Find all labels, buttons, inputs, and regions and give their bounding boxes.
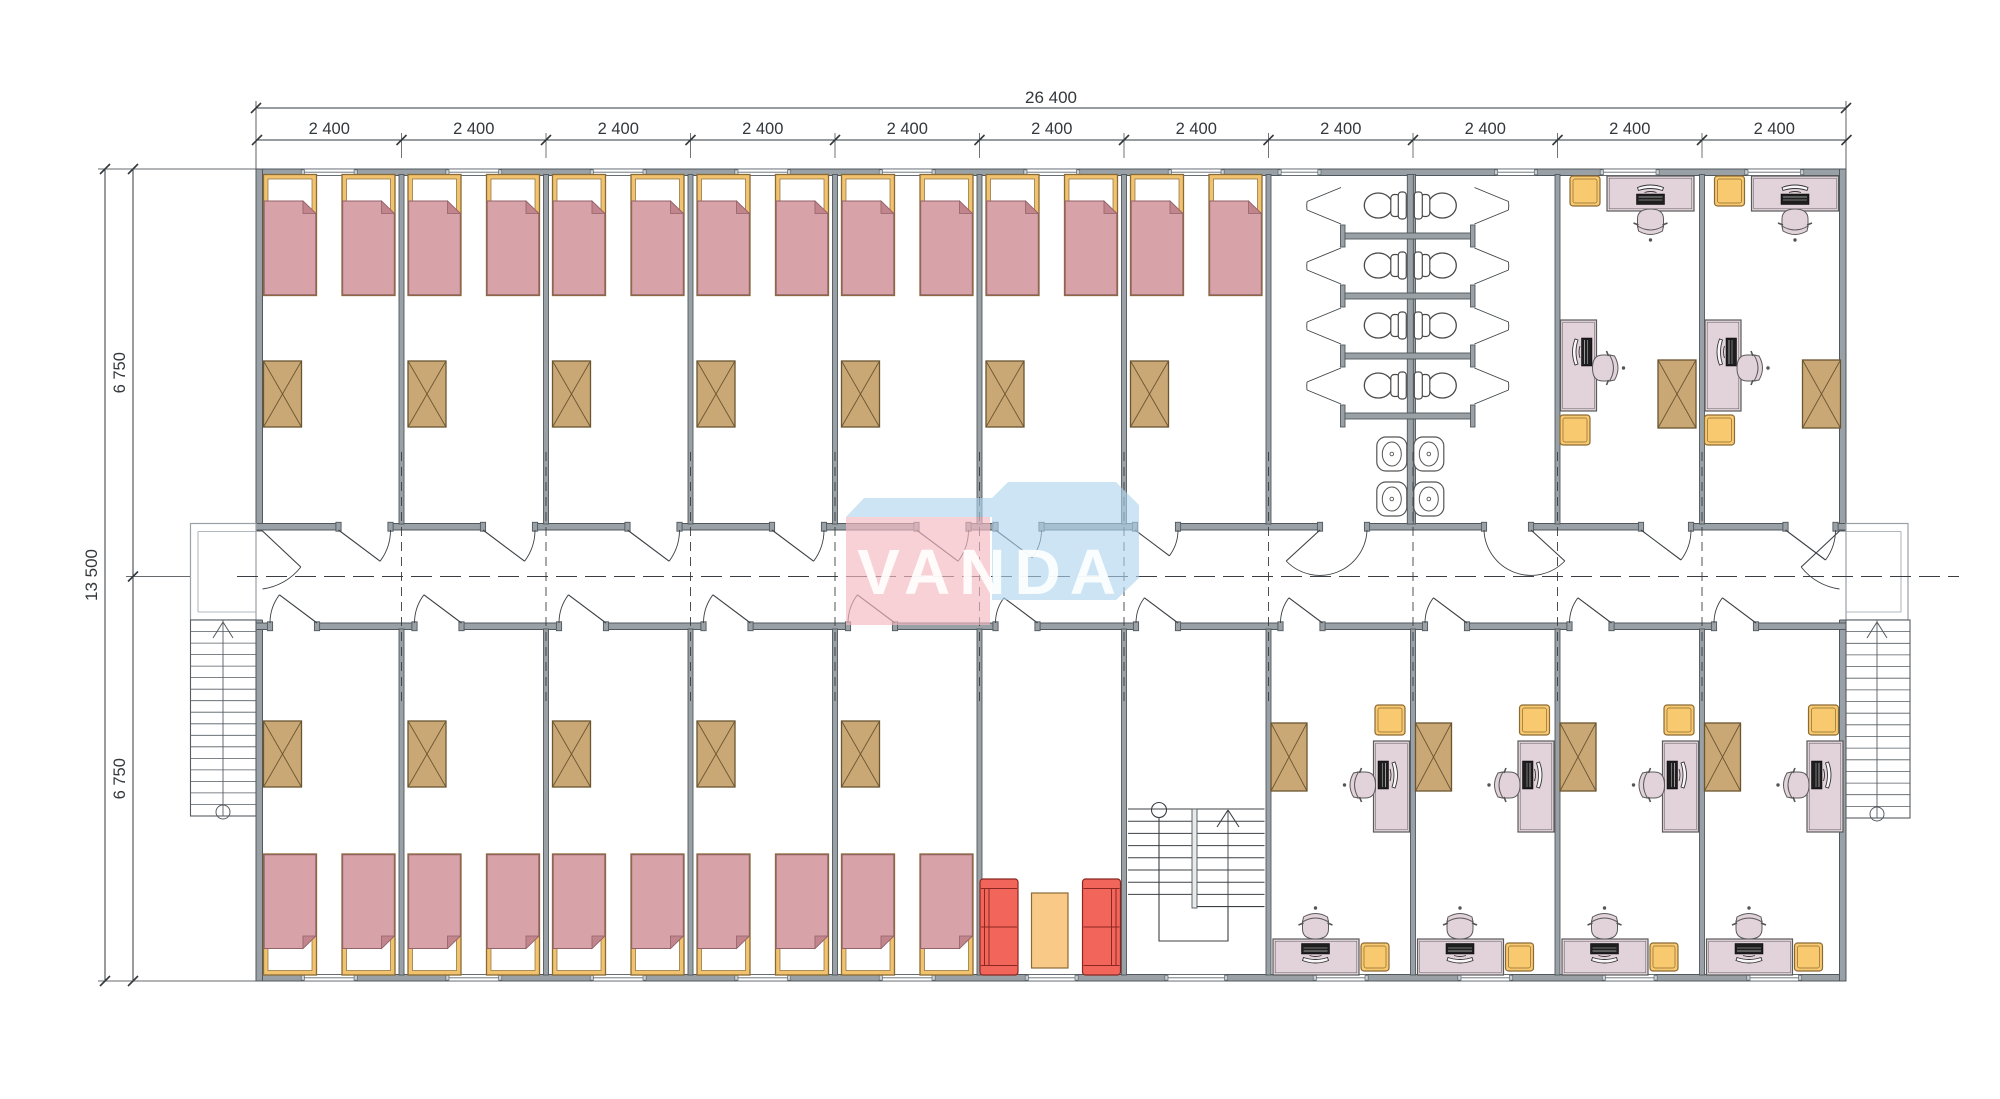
svg-text:2 400: 2 400	[887, 120, 928, 138]
svg-text:2 400: 2 400	[1465, 120, 1506, 138]
svg-text:2 400: 2 400	[742, 120, 783, 138]
svg-text:2 400: 2 400	[309, 120, 350, 138]
svg-text:6 750: 6 750	[111, 352, 129, 393]
svg-text:2 400: 2 400	[1609, 120, 1650, 138]
svg-text:2 400: 2 400	[1031, 120, 1072, 138]
svg-text:2 400: 2 400	[598, 120, 639, 138]
svg-text:2 400: 2 400	[1176, 120, 1217, 138]
svg-text:26 400: 26 400	[1025, 88, 1077, 107]
svg-text:2 400: 2 400	[453, 120, 494, 138]
svg-text:2 400: 2 400	[1320, 120, 1361, 138]
svg-text:13 500: 13 500	[82, 549, 101, 601]
svg-text:6 750: 6 750	[111, 758, 129, 799]
svg-text:2 400: 2 400	[1754, 120, 1795, 138]
svg-text:VANDA: VANDA	[857, 536, 1125, 608]
